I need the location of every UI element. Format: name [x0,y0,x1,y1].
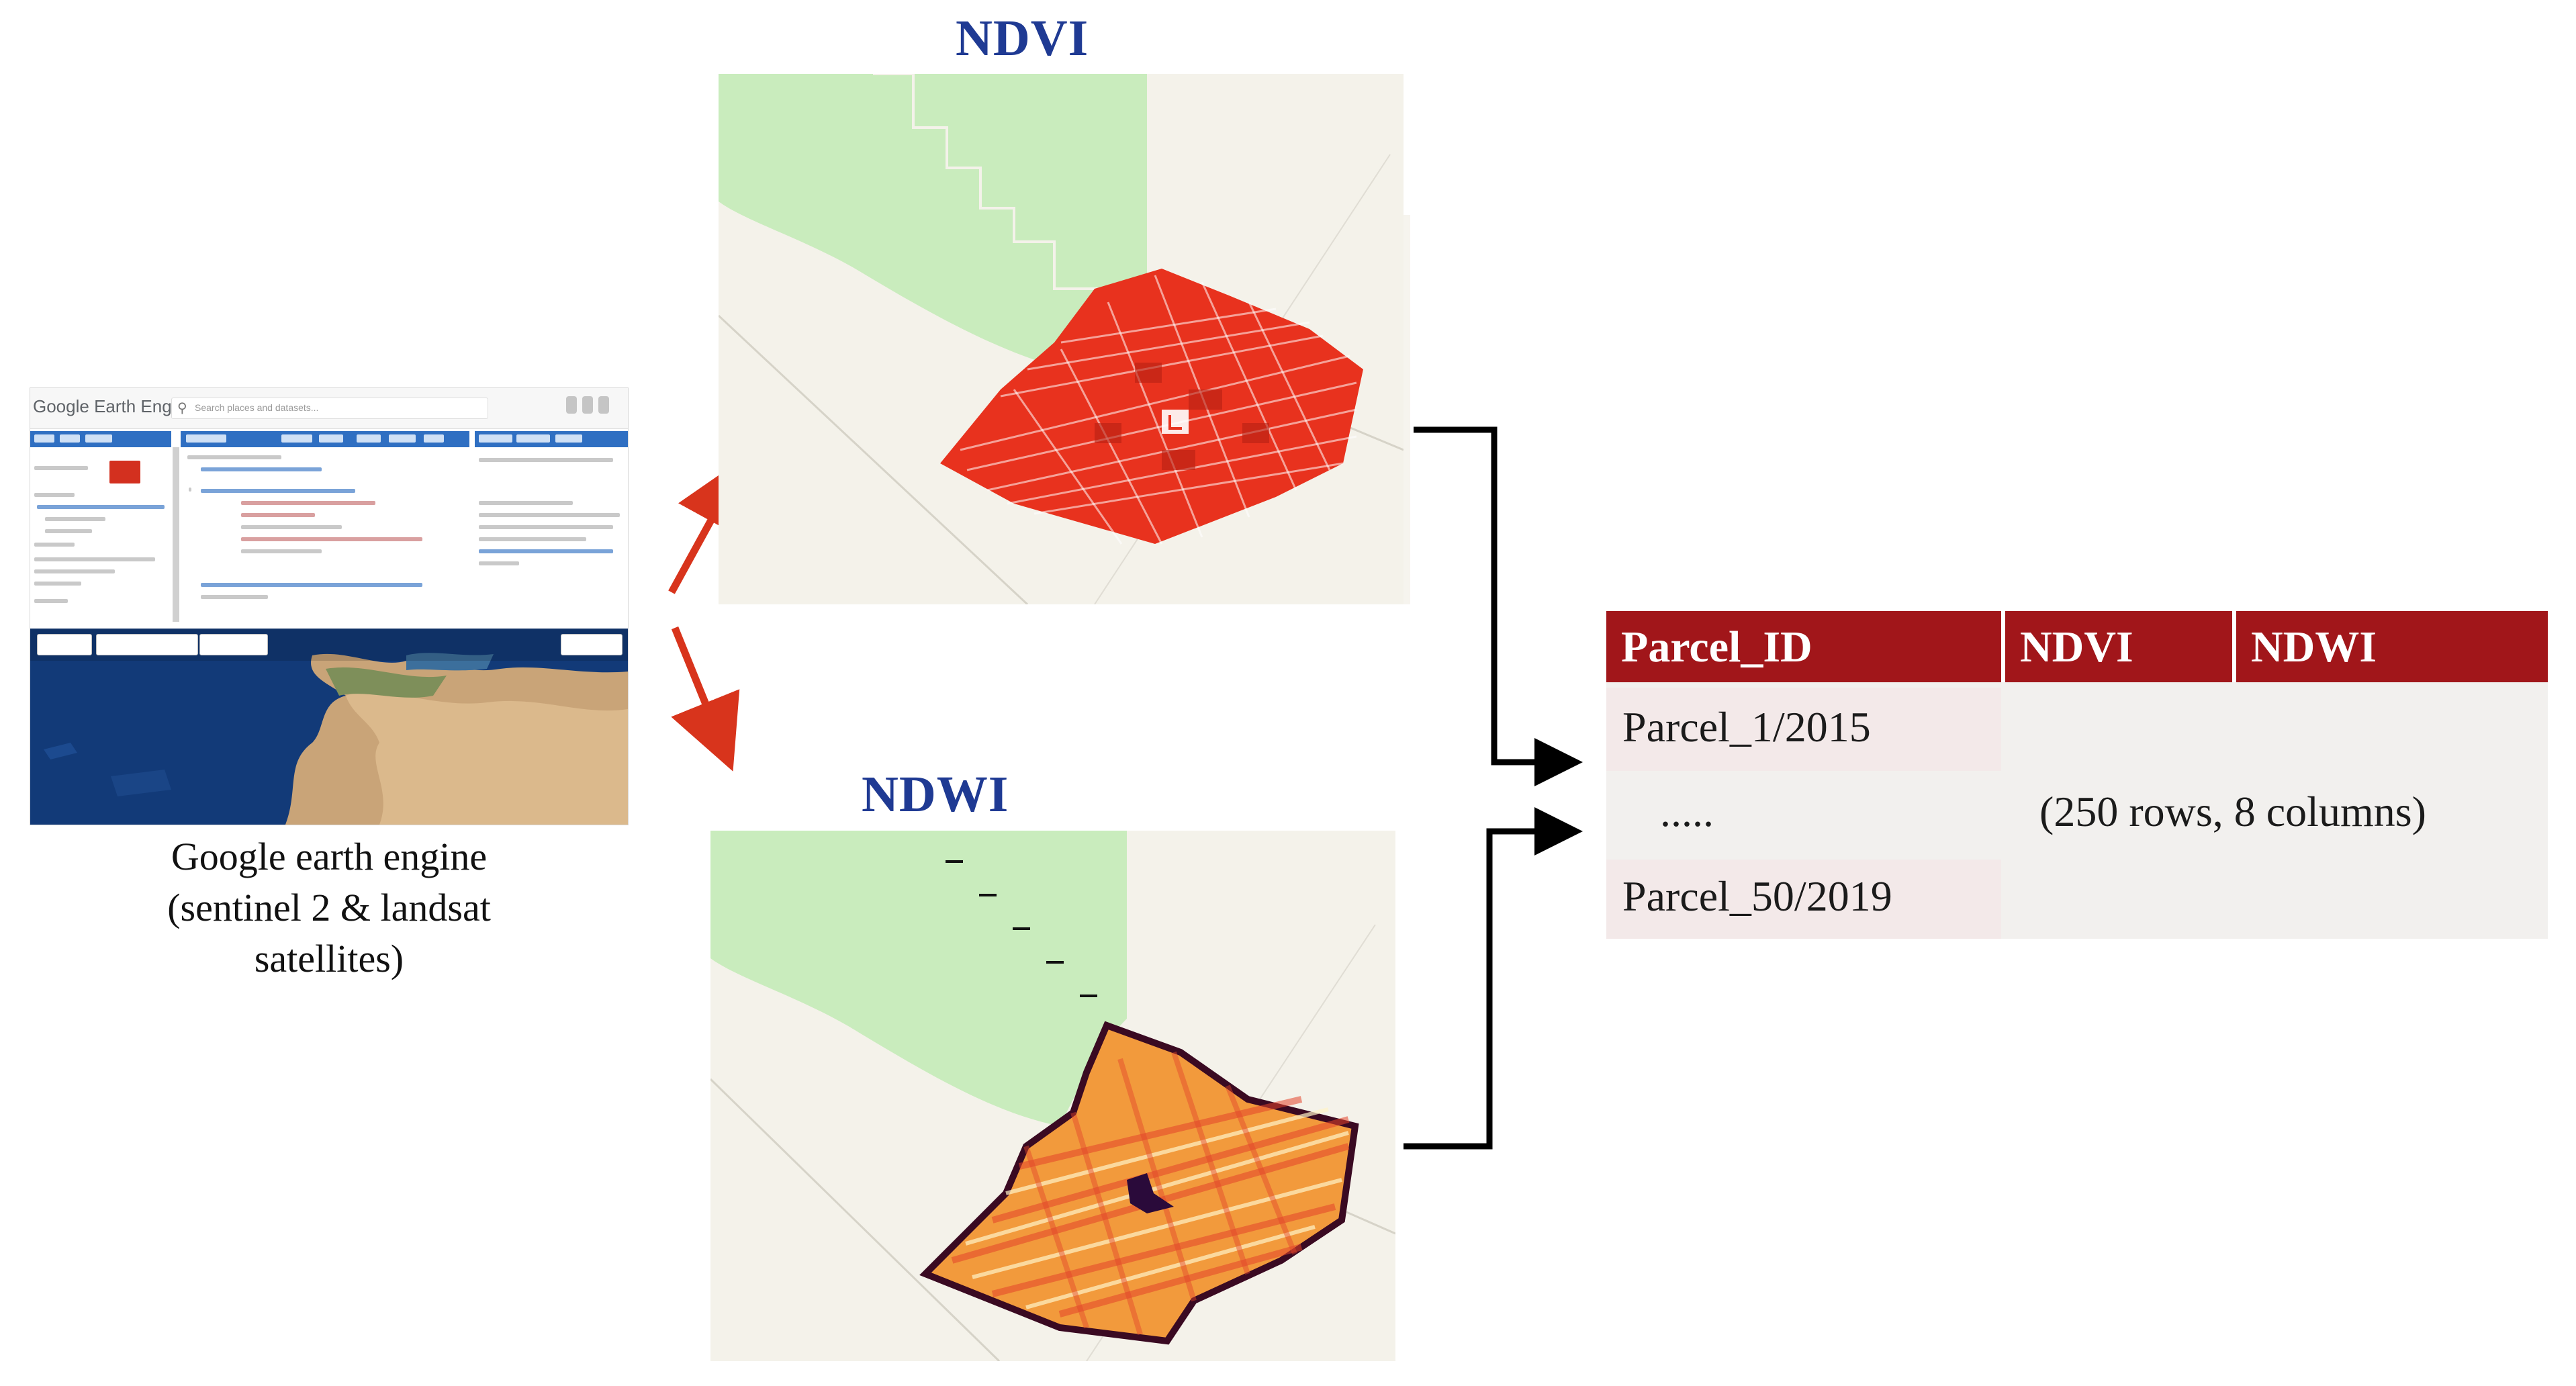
caption-line-3: satellites) [254,937,404,980]
arrow-to-ndwi [671,626,740,772]
table-header-parcel-id: Parcel_ID [1606,611,2001,682]
gee-map-tool-hand[interactable] [37,634,92,655]
results-table: Parcel_ID NDVI NDWI Parcel_1/2015 ..... … [1606,611,2548,939]
connector-ndwi-to-table [1404,807,1583,1150]
gee-search-placeholder: Search places and datasets... [195,402,319,413]
gee-scripts-panel [30,431,171,625]
parcel-id-cell: Parcel_50/2019 [1622,872,1892,920]
gee-geometry-chip[interactable] [96,634,198,655]
gee-new-button[interactable] [109,461,140,483]
table-header-ndvi: NDVI [2005,611,2232,682]
gee-code-editor [181,431,469,625]
caption-line-2: (sentinel 2 & landsat [167,886,491,929]
table-header-ndwi: NDWI [2236,611,2548,682]
gee-logo: Google Earth Engine [33,396,195,416]
gee-topbar: Google Earth Engine ⚲ Search places and … [30,388,628,429]
gee-console-panel [475,431,628,625]
gee-search-input[interactable]: ⚲ Search places and datasets... [171,398,488,419]
table-row: Parcel_50/2019 [1606,860,2001,939]
ndwi-stack [710,831,1395,1361]
gee-layer-toggle[interactable] [561,634,623,655]
ndvi-stack [719,74,1410,604]
gee-top-icons [561,396,621,419]
connector-ndvi-to-table [1414,426,1583,786]
header-label-ndvi: NDVI [2020,622,2133,672]
gee-screenshot: Google Earth Engine ⚲ Search places and … [30,388,628,825]
table-row: ..... [1606,774,2001,857]
ndvi-map [719,74,1404,604]
header-label-parcel-id: Parcel_ID [1621,622,1812,672]
ellipsis-cell: ..... [1660,788,1714,835]
search-icon: ⚲ [177,401,187,416]
table-row: Parcel_1/2015 [1606,688,2001,771]
gee-caption: Google earth engine (sentinel 2 & landsa… [30,831,628,984]
parcel-id-cell: Parcel_1/2015 [1622,703,1871,751]
ndwi-title: NDWI [862,766,1009,823]
gee-stop-drawing[interactable] [199,634,268,655]
ndwi-map [710,831,1395,1361]
ndvi-title: NDVI [956,10,1089,66]
caption-line-1: Google earth engine [171,835,488,878]
header-label-ndwi: NDWI [2251,622,2377,672]
gee-map-view[interactable] [30,629,628,825]
table-summary: (250 rows, 8 columns) [2039,788,2426,835]
gee-scrollbar[interactable] [173,447,179,622]
